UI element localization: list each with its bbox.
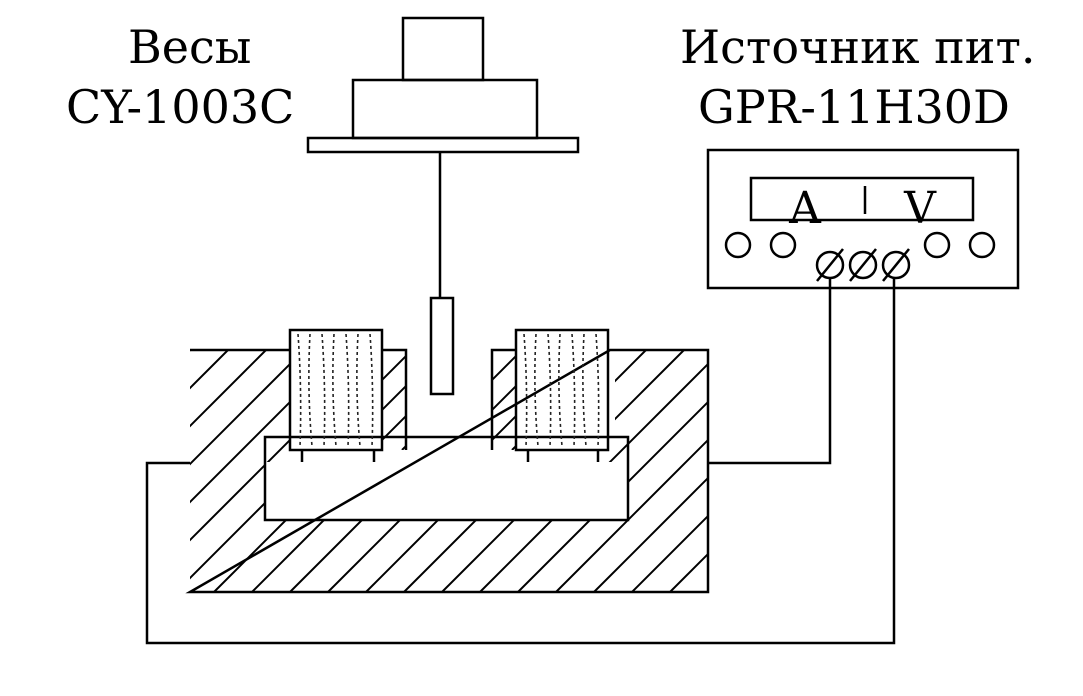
output-terminal-1: [815, 248, 845, 282]
control-knob-1: [724, 231, 752, 259]
balance-platform: [306, 136, 580, 154]
coil-turn: [571, 333, 576, 447]
hatch-line: [492, 354, 516, 382]
coil-turn: [547, 333, 552, 447]
coil-turn: [582, 333, 587, 447]
coil-turn: [321, 333, 326, 447]
hatch-line: [403, 350, 647, 592]
coil-turn: [558, 333, 563, 447]
output-terminal-2: [848, 248, 878, 282]
output-terminal-3: [881, 248, 911, 282]
control-knob-4: [968, 231, 996, 259]
power-supply: A V: [706, 148, 1020, 290]
balance-body: [351, 78, 539, 140]
voltmeter-label: V: [903, 183, 937, 234]
power-supply-case: [706, 148, 1020, 290]
coil-turn: [369, 333, 374, 447]
coil-turn: [534, 333, 539, 447]
return-wire: [145, 278, 896, 645]
hatch-line: [190, 350, 305, 592]
right-coil: [514, 328, 610, 452]
scale-model-label: CY-1003C: [66, 80, 295, 134]
left-coil-body: [288, 328, 384, 452]
hatch-line: [213, 350, 457, 592]
hatch-line: [190, 350, 229, 592]
control-knob-3: [923, 231, 951, 259]
coil-turn: [523, 333, 528, 447]
coil-turn: [332, 333, 337, 447]
hatch-line: [492, 414, 516, 442]
hatch-line: [631, 350, 708, 592]
power-supply-name-label: Источник пит.: [680, 20, 1036, 74]
hatch-line: [190, 350, 343, 592]
yoke-hatching: [190, 350, 708, 592]
hatch-line: [517, 350, 708, 592]
power-supply-model-label: GPR-11H30D: [698, 80, 1010, 134]
hatch-line: [190, 350, 267, 592]
hatch-line: [251, 350, 495, 592]
hatch-line: [555, 350, 708, 592]
left-coil: [288, 328, 384, 452]
right-pole-hatching: [492, 350, 642, 450]
hatch-line: [492, 384, 516, 412]
hatch-line: [289, 350, 533, 592]
coil-turn: [297, 333, 302, 447]
balance-top-block: [401, 16, 485, 82]
yoke-gap-outline: [263, 435, 630, 522]
coil-turn: [308, 333, 313, 447]
ammeter-label: A: [788, 183, 822, 234]
hatch-line: [190, 350, 191, 592]
hatch-line: [382, 384, 406, 412]
coil-leads: [300, 450, 600, 462]
control-knob-2: [769, 231, 797, 259]
hatch-line: [669, 350, 708, 592]
supply-wire-to-yoke: [708, 278, 832, 465]
balance: [306, 16, 580, 396]
left-pole-hatching: [382, 350, 406, 450]
left-coil-winding: [297, 333, 374, 447]
coil-turn: [345, 333, 350, 447]
right-coil-body: [514, 328, 610, 452]
hatch-line: [382, 414, 406, 442]
hatch-line: [382, 350, 383, 352]
magnetic-yoke: [185, 348, 710, 594]
hatch-line: [441, 350, 685, 592]
hatch-line: [593, 350, 708, 592]
right-coil-winding: [523, 333, 600, 447]
hatch-line: [190, 350, 381, 592]
hatch-line: [327, 350, 571, 592]
suspended-sample: [429, 296, 455, 396]
coil-turn: [356, 333, 361, 447]
scale-name-label: Весы: [128, 20, 252, 74]
meter-display: [749, 176, 975, 222]
hatch-line: [382, 354, 406, 382]
coil-turn: [595, 333, 600, 447]
hatch-line: [542, 350, 642, 450]
yoke-outline: [185, 348, 710, 594]
